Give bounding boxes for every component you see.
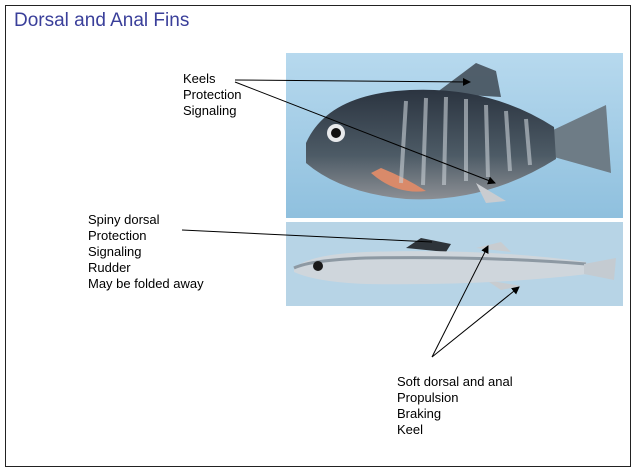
label-soft-line-1: Soft dorsal and anal: [397, 374, 513, 390]
label-spiny-line-5: May be folded away: [88, 276, 204, 292]
label-keels-line-2: Protection: [183, 87, 242, 103]
label-spiny-line-2: Protection: [88, 228, 204, 244]
label-soft-line-4: Keel: [397, 422, 513, 438]
label-keels: Keels Protection Signaling: [183, 71, 242, 119]
pointer-soft-anal: [432, 287, 519, 357]
label-soft-dorsal-anal: Soft dorsal and anal Propulsion Braking …: [397, 374, 513, 438]
pointer-keels-anal: [235, 82, 495, 183]
label-spiny-line-3: Signaling: [88, 244, 204, 260]
label-spiny-dorsal: Spiny dorsal Protection Signaling Rudder…: [88, 212, 204, 292]
label-spiny-line-1: Spiny dorsal: [88, 212, 204, 228]
label-soft-line-2: Propulsion: [397, 390, 513, 406]
pointer-keels-dorsal: [235, 80, 470, 82]
label-keels-line-3: Signaling: [183, 103, 242, 119]
label-spiny-line-4: Rudder: [88, 260, 204, 276]
label-soft-line-3: Braking: [397, 406, 513, 422]
pointer-spiny-dorsal: [182, 230, 432, 242]
label-keels-line-1: Keels: [183, 71, 242, 87]
pointer-soft-dorsal: [432, 246, 488, 357]
